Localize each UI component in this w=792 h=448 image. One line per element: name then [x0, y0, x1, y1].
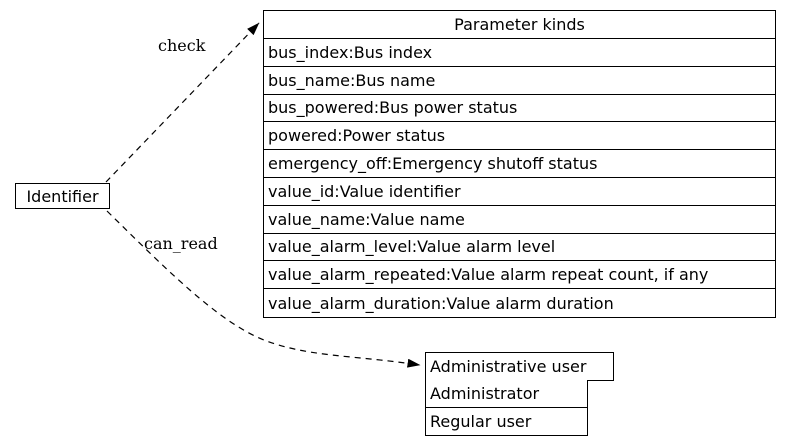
table-row: value_name:Value name	[264, 206, 775, 234]
table-row: Administrator	[426, 380, 587, 408]
edge-label-can-read: can_read	[144, 234, 218, 253]
table-administrative-user: Administrator Regular user	[425, 380, 588, 436]
table-row: emergency_off:Emergency shutoff status	[264, 150, 775, 178]
table-row: powered:Power status	[264, 122, 775, 151]
table-parameter-kinds-title: Parameter kinds	[264, 11, 775, 39]
table-administrative-user-title: Administrative user	[425, 352, 614, 381]
table-row: value_alarm_repeated:Value alarm repeat …	[264, 261, 775, 290]
table-row: value_alarm_level:Value alarm level	[264, 234, 775, 262]
table-row: value_alarm_duration:Value alarm duratio…	[268, 293, 614, 313]
edge-label-check: check	[158, 36, 206, 55]
table-row: bus_index:Bus index	[264, 39, 775, 67]
table-parameter-kinds: Parameter kinds bus_index:Bus index bus_…	[263, 10, 776, 318]
node-identifier: Identifier	[15, 183, 110, 209]
node-identifier-label: Identifier	[26, 186, 99, 206]
table-administrative-user-title-label: Administrative user	[430, 357, 587, 376]
table-row: bus_name:Bus name	[264, 67, 775, 95]
table-row: value_id:Value identifier	[264, 178, 775, 206]
table-row: Regular user	[430, 411, 532, 431]
table-row: bus_powered:Bus power status	[264, 95, 775, 123]
